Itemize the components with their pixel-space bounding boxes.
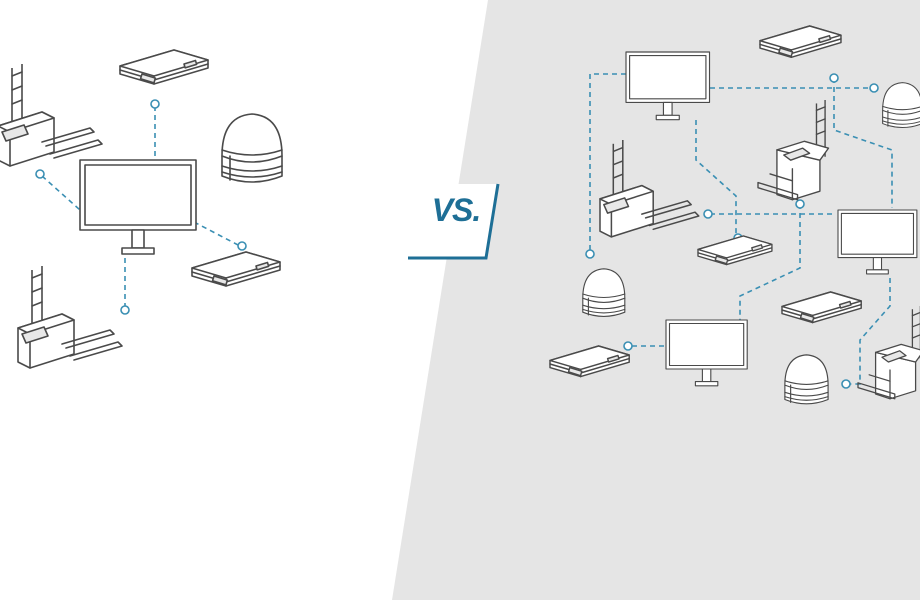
central-monitor [79, 159, 197, 255]
mesh-links [585, 73, 893, 389]
central-links [35, 99, 247, 315]
centralized-network [0, 49, 283, 369]
dome-robot [582, 268, 626, 317]
forklift-robot [0, 63, 103, 167]
dome-robot [882, 82, 920, 129]
dome-robot [221, 113, 283, 183]
flat-robot [191, 251, 281, 287]
vs-label: VS. [431, 192, 482, 228]
flat-robot [119, 49, 209, 85]
forklift-robot [17, 265, 123, 369]
vs-badge [406, 183, 500, 260]
dome-robot [784, 354, 829, 405]
decentralized-network [549, 25, 920, 405]
